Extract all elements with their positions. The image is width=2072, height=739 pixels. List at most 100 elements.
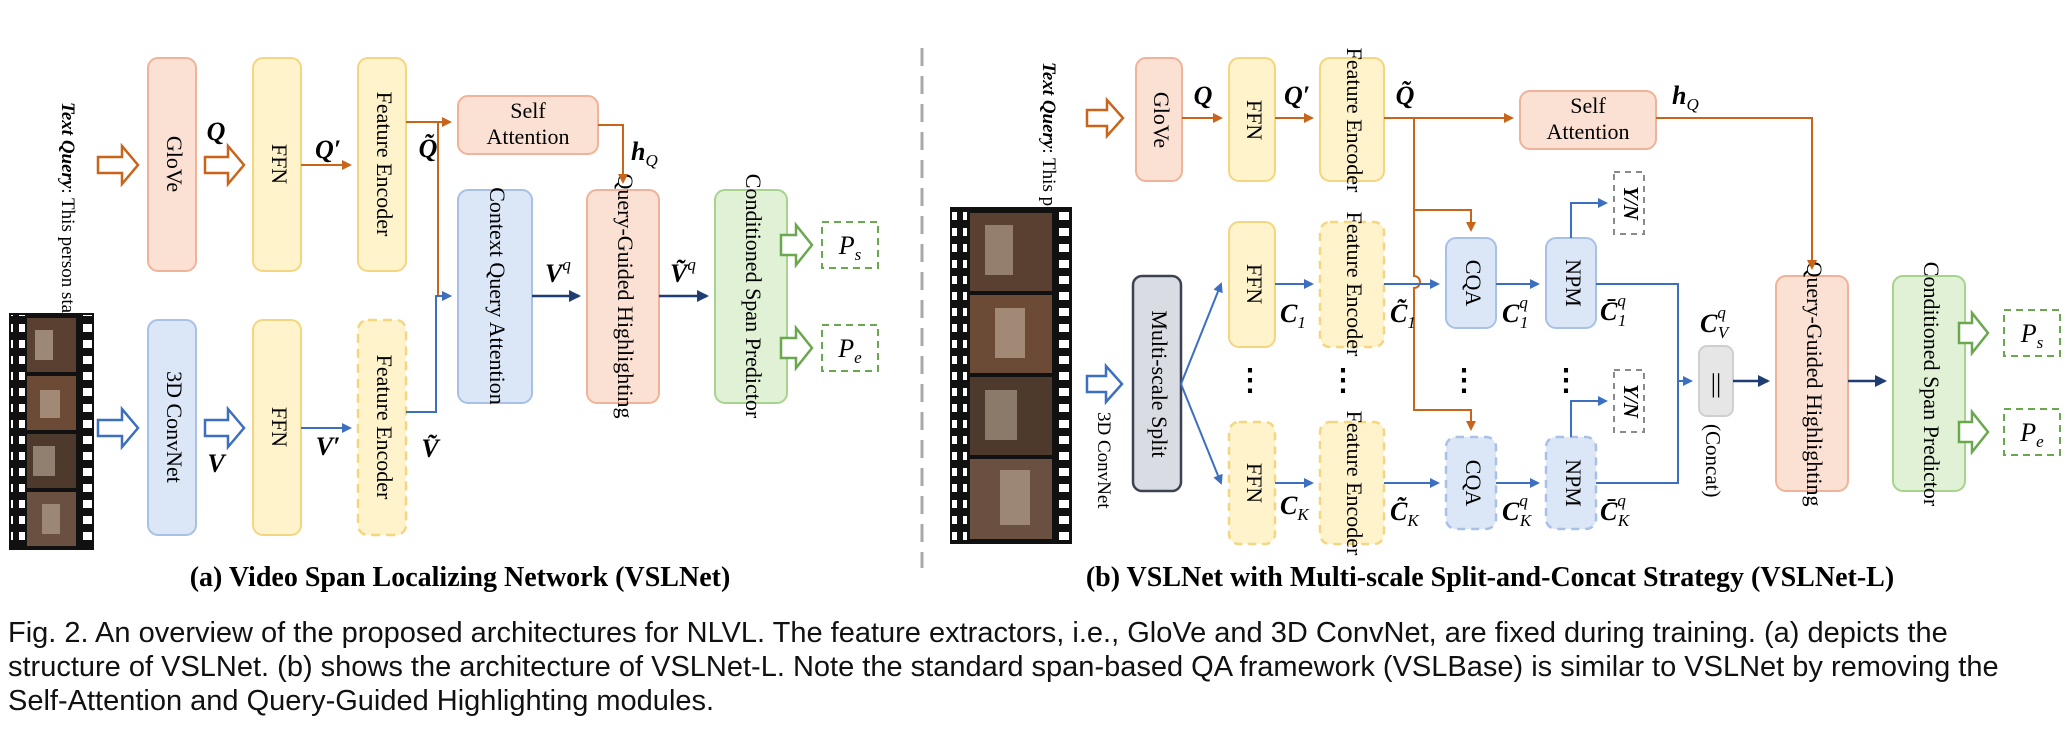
npm-k-label: NPM bbox=[1561, 459, 1586, 507]
sym-q-a: Q bbox=[207, 117, 226, 146]
concat-label: (Concat) bbox=[1701, 424, 1725, 497]
sym-qtilde-b: Q̃ bbox=[1396, 81, 1415, 110]
pe-label-b: Pe bbox=[2019, 418, 2044, 451]
sym-ck: CK bbox=[1280, 491, 1310, 524]
ffn-k-label: FFN bbox=[1242, 463, 1267, 503]
sym-v-a: V bbox=[207, 449, 227, 478]
ps-label-a: Ps bbox=[838, 231, 862, 264]
conv3d-label-b: 3D ConvNet bbox=[1093, 412, 1114, 509]
video-filmstrip-a bbox=[9, 313, 94, 550]
ellipsis-ffn: ⋮ bbox=[1235, 364, 1265, 397]
ffn-1-label: FFN bbox=[1242, 264, 1267, 304]
sym-hq-b: hQ bbox=[1672, 81, 1699, 114]
query-guided-highlighting-label-a: Query-Guided Highlighting bbox=[613, 173, 638, 418]
sym-vq-a: Vq bbox=[545, 255, 571, 288]
multiscale-split-label: Multi-scale Split bbox=[1147, 310, 1172, 457]
sym-ct1: C̃1 bbox=[1390, 299, 1416, 332]
self-attention-label-b-1: Self bbox=[1570, 93, 1606, 118]
concat-symbol: || bbox=[1711, 369, 1721, 398]
hollow-arrow-video-a bbox=[96, 405, 140, 451]
ffn-query-label-b: FFN bbox=[1242, 100, 1267, 140]
ellipsis-fe: ⋮ bbox=[1328, 364, 1358, 397]
hollow-arrow-conv-ffn-a bbox=[203, 405, 246, 451]
hollow-arrow-query-a bbox=[96, 142, 140, 188]
ps-label-b: Ps bbox=[2020, 319, 2044, 352]
arrow-hq-a bbox=[598, 124, 628, 184]
yn-k-label: Y/N bbox=[1619, 384, 1643, 419]
panel-a: Text Query: This person starts cooking a… bbox=[9, 57, 879, 593]
yn-1-label: Y/N bbox=[1619, 186, 1643, 221]
feature-encoder-query-box-b bbox=[1319, 57, 1385, 182]
glove-box-b bbox=[1135, 57, 1183, 182]
ellipsis-npm: ⋮ bbox=[1551, 364, 1581, 397]
span-predictor-box-a bbox=[714, 189, 788, 404]
video-filmstrip-b bbox=[950, 207, 1072, 544]
caption-panel-b: (b) VSLNet with Multi-scale Split-and-Co… bbox=[1086, 562, 1894, 593]
span-predictor-label-a: Conditioned Span Predictor bbox=[741, 174, 766, 419]
figure-caption: Fig. 2. An overview of the proposed arch… bbox=[8, 617, 1999, 717]
hollow-arrow-ps-a bbox=[779, 221, 814, 269]
arrow-split-ffnk bbox=[1180, 383, 1223, 485]
sym-qtilde-a: Q̃ bbox=[419, 134, 438, 163]
architecture-diagram: Text Query: This person starts cooking a… bbox=[9, 48, 2061, 593]
query-guided-highlighting-label-b: Query-Guided Highlighting bbox=[1802, 261, 1827, 506]
arrow-hq-b bbox=[1656, 117, 1817, 270]
sym-qprime-a: Q′ bbox=[315, 135, 341, 164]
ffn-video-label-a: FFN bbox=[267, 407, 292, 447]
feature-encoder-k-box bbox=[1318, 420, 1386, 546]
ps-box-a bbox=[821, 221, 879, 269]
npm-1-label: NPM bbox=[1561, 259, 1586, 307]
cqa-k-label: CQA bbox=[1461, 460, 1486, 507]
sym-ctk: C̃K bbox=[1390, 497, 1420, 530]
panel-b: Text Query: This person starts cooking a… bbox=[950, 48, 2061, 593]
feature-encoder-1-label: Feature Encoder bbox=[1342, 212, 1367, 357]
ffn-query-box-b bbox=[1228, 57, 1276, 182]
feature-encoder-query-label-b: Feature Encoder bbox=[1342, 48, 1367, 193]
conv3d-label-a: 3D ConvNet bbox=[162, 371, 187, 483]
sym-qprime-b: Q′ bbox=[1284, 81, 1310, 110]
sym-vprime-a: V′ bbox=[316, 432, 341, 461]
arrow-split-ffn1 bbox=[1180, 282, 1223, 385]
self-attention-label-b-2: Attention bbox=[1546, 119, 1629, 144]
ffn-k-box bbox=[1227, 420, 1277, 546]
feature-encoder-query-label-a: Feature Encoder bbox=[372, 92, 397, 237]
caption-panel-a: (a) Video Span Localizing Network (VSLNe… bbox=[190, 562, 731, 593]
pe-box-a bbox=[821, 324, 879, 372]
ffn-query-label-a: FFN bbox=[267, 144, 292, 184]
span-predictor-label-b: Conditioned Span Predictor bbox=[1919, 262, 1944, 507]
sym-hq-a: hQ bbox=[631, 137, 658, 170]
hollow-arrow-query-b bbox=[1085, 96, 1125, 140]
hollow-arrow-ps-b bbox=[1957, 309, 1990, 357]
cqa-k-box bbox=[1444, 435, 1498, 531]
feature-encoder-query-box-a bbox=[357, 57, 407, 272]
cqa-1-label: CQA bbox=[1461, 260, 1486, 307]
self-attention-label-a-1: Self bbox=[510, 98, 546, 123]
hollow-arrow-pe-a bbox=[779, 324, 814, 372]
conv3d-box-a bbox=[147, 319, 197, 536]
context-query-attention-label-a: Context Query Attention bbox=[485, 187, 510, 405]
arrow-npmk-yn bbox=[1570, 396, 1608, 437]
hollow-arrow-pe-b bbox=[1957, 408, 1990, 456]
sym-vtilde-a: Ṽ bbox=[421, 434, 441, 463]
self-attention-label-a-2: Attention bbox=[486, 124, 569, 149]
glove-label-b: GloVe bbox=[1149, 92, 1174, 148]
arrow-qtilde-cqa1 bbox=[1413, 118, 1476, 232]
yn-1-box bbox=[1613, 171, 1645, 235]
arrow-npm1-yn bbox=[1570, 198, 1608, 238]
arrow-vtilde-cqa-a bbox=[406, 291, 452, 413]
span-predictor-box-b bbox=[1892, 275, 1966, 492]
glove-box-a bbox=[147, 57, 197, 272]
self-attention-box-b bbox=[1519, 90, 1657, 150]
feature-encoder-k-label: Feature Encoder bbox=[1342, 411, 1367, 556]
hollow-arrow-video-b bbox=[1085, 362, 1124, 406]
sym-q-b: Q bbox=[1194, 81, 1213, 110]
sym-c1: C1 bbox=[1280, 299, 1306, 332]
arrow-cbar1-concat bbox=[1596, 283, 1693, 386]
feature-encoder-video-label-a: Feature Encoder bbox=[372, 355, 397, 500]
query-guided-highlighting-box-b bbox=[1775, 275, 1849, 492]
